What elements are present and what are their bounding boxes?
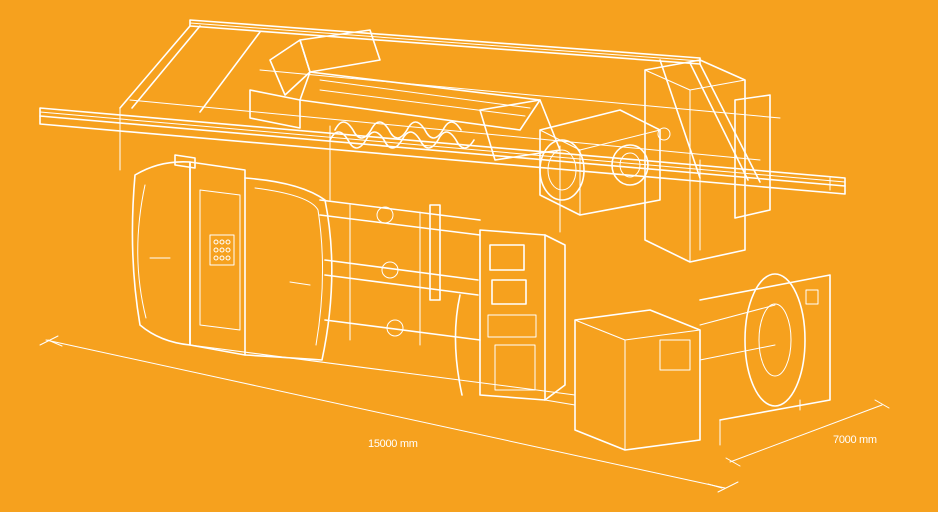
length-dimension-label: 15000 mm — [368, 438, 418, 450]
dimension-length — [39, 335, 739, 493]
left-unwind-unit — [131, 154, 333, 361]
middle-control-panel — [454, 229, 566, 401]
right-rewind-unit — [574, 273, 831, 451]
base-frame — [189, 344, 576, 406]
motor-gearbox — [539, 109, 671, 216]
left-control-keypad — [213, 239, 231, 261]
right-tall-cabinet — [644, 59, 771, 263]
width-dimension-label: 7000 mm — [833, 434, 877, 446]
dryer-coils — [329, 121, 475, 149]
print-rollers — [319, 199, 481, 346]
dimension-width — [725, 399, 890, 467]
